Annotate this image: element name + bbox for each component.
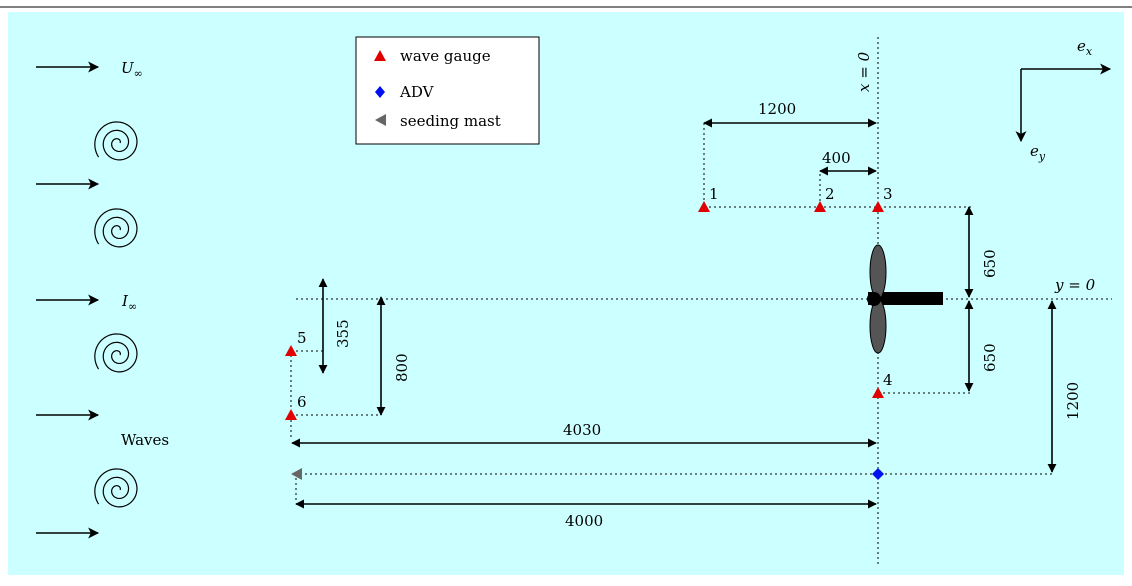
adv-marker	[872, 468, 884, 480]
wave-gauge-1	[698, 201, 710, 212]
legend-label-wave-gauge: wave gauge	[400, 47, 491, 65]
ex-label: ex	[1077, 37, 1093, 58]
gauge-label-1: 1	[709, 185, 719, 203]
seeding-mast-legend-icon	[375, 114, 386, 126]
wave-gauge-3	[872, 201, 884, 212]
gauge-label-5: 5	[297, 329, 307, 347]
legend-label-adv: ADV	[399, 83, 435, 101]
dimension-arrows	[291, 118, 1057, 509]
wave-gauge-5	[285, 345, 297, 356]
waves-label: Waves	[121, 431, 169, 449]
wave-gauge-4	[872, 387, 884, 398]
hub	[867, 292, 881, 306]
wave-gauge-legend-icon	[374, 50, 386, 61]
gauge-label-2: 2	[825, 185, 835, 203]
vortex-spirals	[94, 121, 138, 508]
blade-lower	[869, 298, 887, 354]
dim-1200-top-label: 1200	[758, 100, 796, 118]
legend-box	[355, 36, 540, 145]
dim-4000-label: 4000	[565, 512, 603, 530]
velocity-label: U∞	[121, 59, 143, 80]
legend: wave gauge ADV seeding mast	[355, 36, 540, 145]
dim-4030-label: 4030	[563, 421, 601, 439]
gauge-label-3: 3	[883, 185, 893, 203]
ey-label: ey	[1030, 142, 1046, 163]
dim-400-label: 400	[822, 149, 851, 167]
vortex-spiral-icon	[94, 121, 138, 161]
adv-legend-icon	[375, 86, 385, 98]
wave-gauge-6	[285, 409, 297, 420]
y-zero-label: y = 0	[1054, 276, 1096, 294]
dim-355-label: 355	[334, 319, 352, 348]
wave-gauges	[285, 201, 884, 420]
blade-upper	[869, 244, 887, 300]
vortex-spiral-icon	[94, 468, 138, 508]
vortex-spiral-icon	[94, 208, 138, 248]
wave-gauge-2	[814, 201, 826, 212]
x-zero-label: x = 0	[855, 51, 873, 92]
vortex-spiral-icon	[94, 333, 138, 373]
seeding-mast-marker	[291, 468, 302, 480]
dim-650-upper-label: 650	[981, 249, 999, 278]
turbulence-label: I∞	[121, 292, 137, 313]
dim-800-label: 800	[393, 353, 411, 382]
gauge-label-4: 4	[883, 371, 893, 389]
background-panel	[8, 12, 1124, 575]
nacelle	[868, 292, 943, 305]
coordinate-axes	[1015, 63, 1112, 143]
dim-650-lower-label: 650	[981, 343, 999, 372]
turbine-icon	[867, 244, 943, 354]
gauge-label-6: 6	[297, 393, 307, 411]
inflow-arrows	[36, 61, 100, 539]
dim-1200-right-label: 1200	[1064, 382, 1082, 420]
legend-label-seeding-mast: seeding mast	[400, 112, 501, 130]
